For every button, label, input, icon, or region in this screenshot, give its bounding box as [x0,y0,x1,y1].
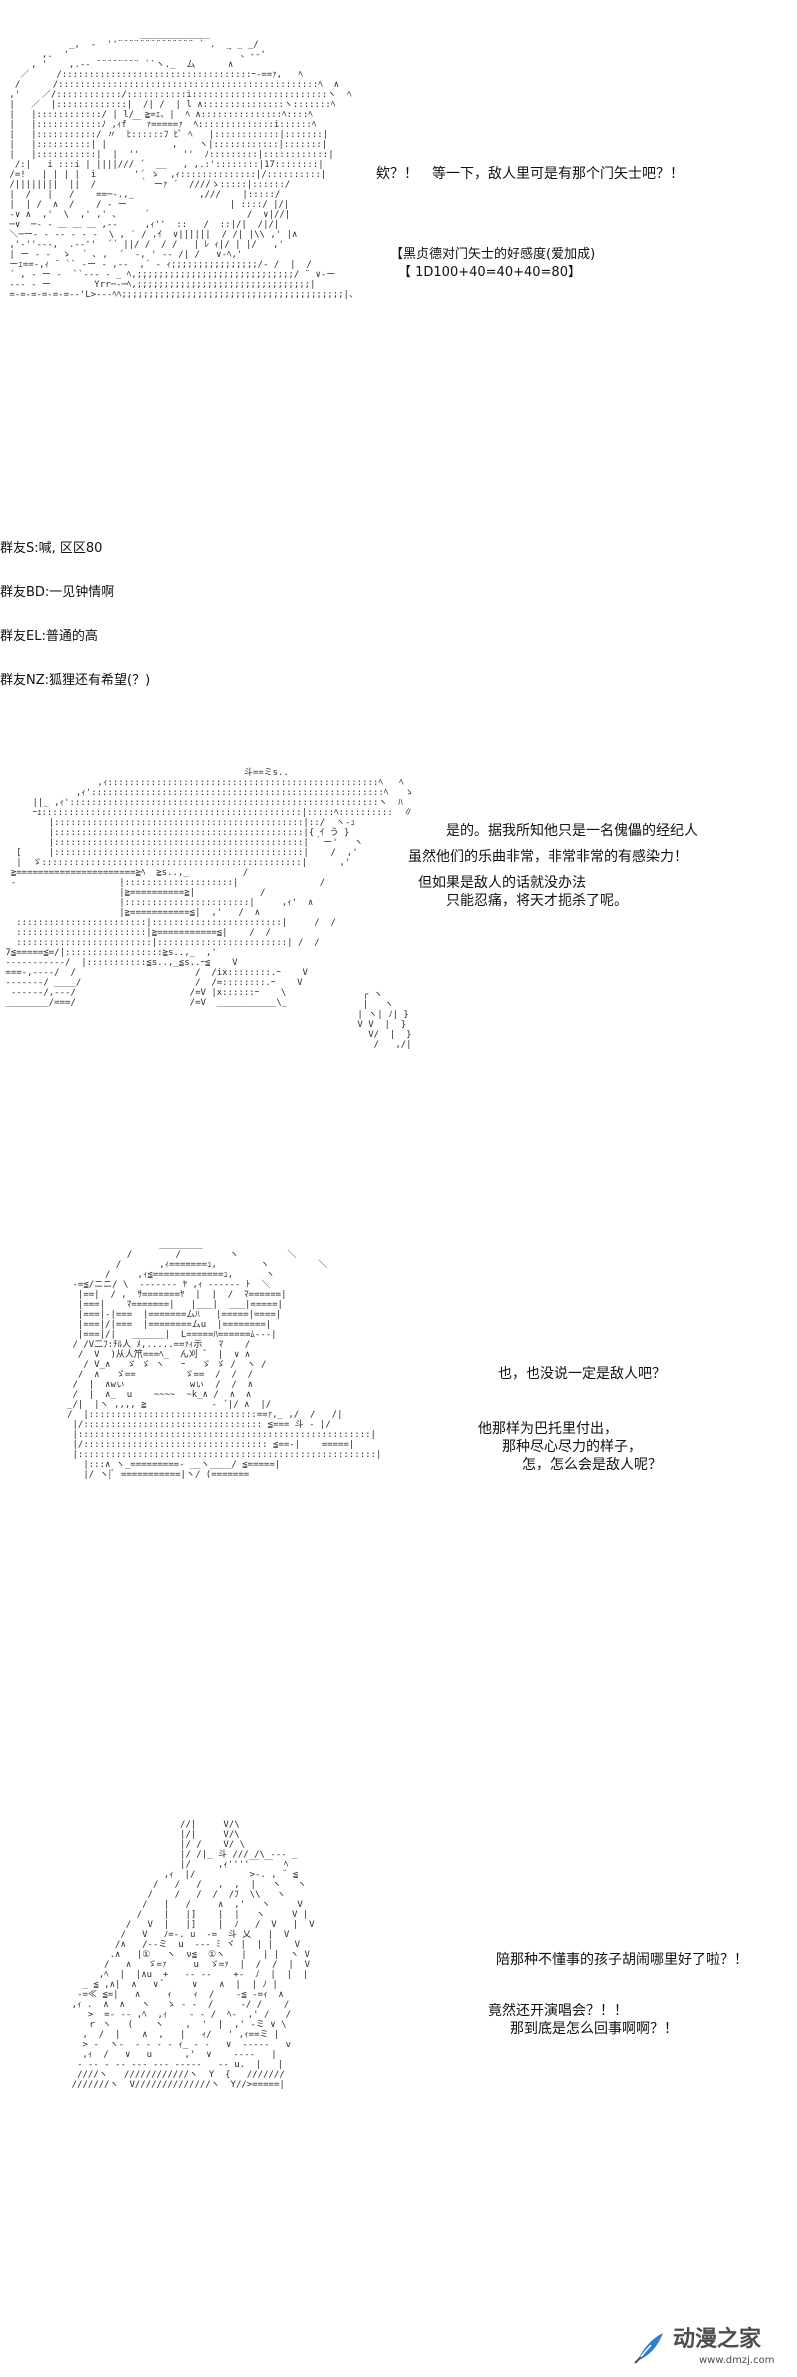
dialog-line: 那到底是怎么回事啊啊？！ [510,2021,678,2037]
chat-comment: 群友NZ:狐狸还有希望(？) [0,673,151,688]
chat-comment: 群友BD:一见钟情啊 [0,585,115,600]
ascii-art-character-worried: ________ / / ヽ ＼ / ,ｨ=======ｭ, ヽ ＼ / ,ｨ≦… [67,1240,382,1480]
ascii-art-small-figure: ┌ ヽ | ヽ | ヽ| ﾉ| } V V | } V/ | } / ,/| [357,990,412,1050]
dialog-line: 也，也没说一定是敌人吧？ [498,1366,666,1382]
watermark-title: 动漫之家 [673,2327,762,2352]
panel-2: 斗==ミs.. ,ｨ::::::::::::::::::::::::::::::… [0,760,797,1140]
chat-comments: 群友S:喊, 区区80 群友BD:一见钟情啊 群友EL:普通的高 群友NZ:狐狸… [0,540,797,690]
dialog-line: 陪那种不懂事的孩子胡闹哪里好了啦？！ [496,1952,748,1968]
panel-1: _____________ _, - ''¨¨¨¨¨¨¨¨¨¨¨¨¨¨ ` . … [0,0,797,470]
watermark-url: www.dmzj.com [699,2355,775,2366]
dialog-line: 欸？！ 等一下，敌人里可是有那个门矢士吧？！ [376,166,684,182]
dmzj-watermark: 动漫之家 www.dmzj.com [629,2323,789,2373]
ascii-art-character-smiling: 斗==ミs.. ,ｨ::::::::::::::::::::::::::::::… [5,768,414,1008]
roll-title: 【黑贞德对门矢士的好感度(爱加成) [390,247,596,262]
dialog-line: 竟然还开演唱会？！！ [488,2003,628,2019]
ascii-art-character-angry: //| V/\ |/| V/\ |/ / V/ \ |/ /|_ 斗 /// /… [71,1820,315,2090]
panel-3: ________ / / ヽ ＼ / ,ｨ=======ｭ, ヽ ＼ / ,ｨ≦… [0,1240,797,1700]
dialog-line: 只能忍痛，将天才扼杀了呢。 [446,893,628,909]
chat-comment: 群友S:喊, 区区80 [0,541,103,556]
dialog-line: 他那样为巴托里付出， [478,1421,618,1437]
chat-comment: 群友EL:普通的高 [0,629,98,644]
roll-formula: 【 1D100+40=40+40=80】 [398,265,581,280]
dialog-line: 但如果是敌人的话就没办法 [418,875,586,891]
panel-4: //| V/\ |/| V/\ |/ / V/ \ |/ /|_ 斗 /// /… [0,1820,797,2320]
dialog-line: 那种尽心尽力的样子， [502,1439,642,1455]
dialog-line: 怎，怎么会是敌人呢？ [522,1457,662,1473]
dialog-line: 是的。据我所知他只是一名傀儡的经纪人 [446,823,698,839]
dialog-line: 虽然他们的乐曲非常，非常非常的有感染力！ [408,849,688,865]
feather-pen-logo-icon [634,2333,663,2364]
ascii-art-character-surprised: _____________ _, - ''¨¨¨¨¨¨¨¨¨¨¨¨¨¨ ` . … [9,30,358,300]
